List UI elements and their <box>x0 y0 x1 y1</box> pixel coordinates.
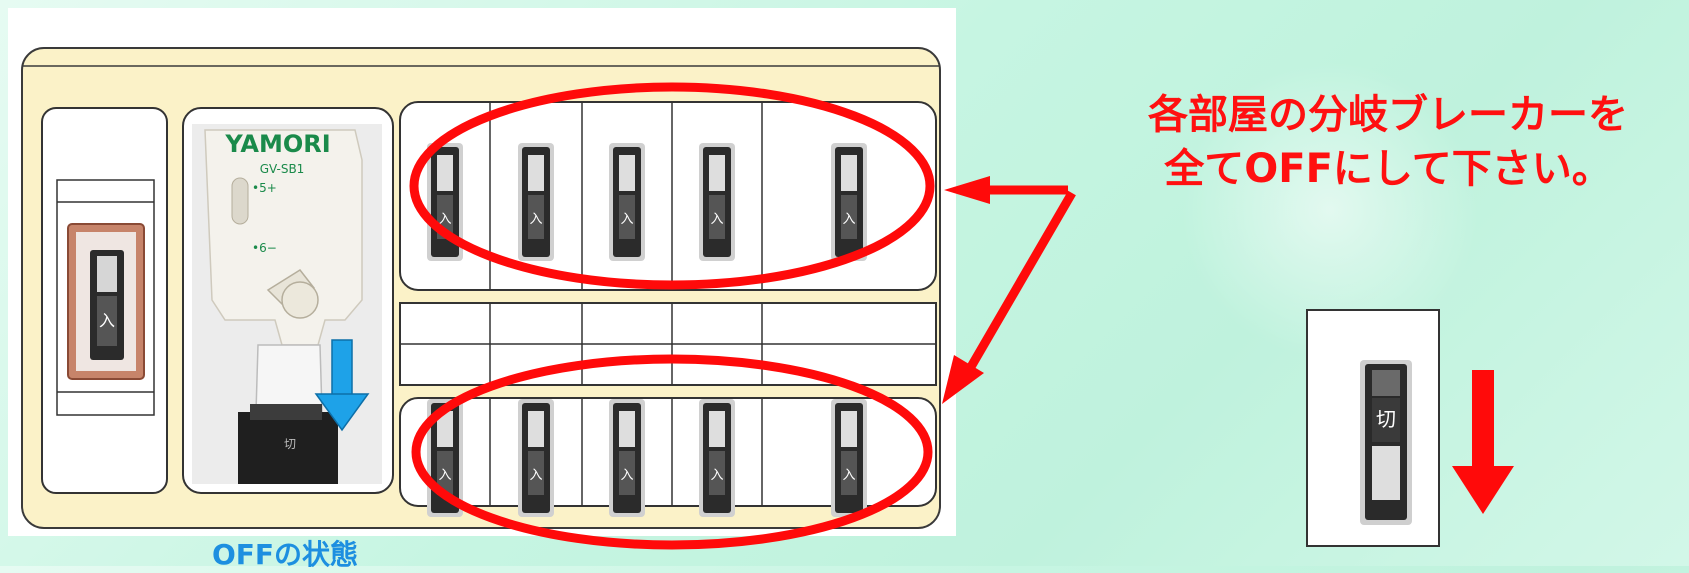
sensor-slide-switch <box>231 177 249 225</box>
bottom-row-switch-label: 入 <box>529 468 542 483</box>
bottom-row-breakers: 入入入入入 <box>427 398 867 517</box>
top-row-breaker-switch: 入 <box>699 143 735 261</box>
bottom-row-switch-label: 入 <box>842 468 855 483</box>
sensor-breaker-black <box>238 412 338 484</box>
sensor-lever-pivot <box>281 281 319 319</box>
main-breaker-switch: 入 <box>90 250 124 360</box>
bottom-row-switch-label: 入 <box>710 468 723 483</box>
off-example-switch: 切 <box>1306 309 1440 547</box>
bottom-row-breaker-switch: 入 <box>518 399 554 517</box>
top-row-switch-label: 入 <box>842 212 855 227</box>
highlight-ellipse-bottom <box>411 354 933 550</box>
bottom-row-switch-label: 入 <box>620 468 633 483</box>
off-state-caption: OFFの状態 <box>211 538 359 571</box>
down-arrow-red-icon <box>1452 370 1514 514</box>
sensor-breaker-top <box>250 404 322 420</box>
instruction-line-2: 全てOFFにして下さい。 <box>1164 146 1612 192</box>
top-row-switch-label: 入 <box>620 212 633 227</box>
instruction-line-1: 各部屋の分岐ブレーカーを <box>1148 92 1628 138</box>
top-row-switch-label: 入 <box>710 212 723 227</box>
top-row-breakers: 入入入入入 <box>427 102 867 290</box>
sensor-terminal-minus: •6− <box>252 241 277 255</box>
highlight-ellipse-top <box>409 82 935 290</box>
top-row-switch-label: 入 <box>529 212 542 227</box>
label-strip-cells <box>489 303 763 385</box>
sensor-arm <box>255 344 323 413</box>
down-arrow-blue-icon <box>314 339 370 432</box>
bottom-row-breaker-switch: 入 <box>427 399 463 517</box>
sensor-breaker-label: 切 <box>284 437 296 451</box>
sensor-terminal-plus: •5+ <box>252 181 277 195</box>
main-breaker-switch-label: 入 <box>99 311 115 330</box>
arrow-to-top-row-icon <box>944 176 1068 204</box>
top-row-breaker-switch: 入 <box>609 143 645 261</box>
top-row-breaker-switch: 入 <box>518 143 554 261</box>
bottom-row-breaker-switch: 入 <box>831 399 867 517</box>
top-row-breaker-switch: 入 <box>831 143 867 261</box>
sensor-brand: YAMORI <box>224 130 330 158</box>
distribution-board: 入 YAMORI GV-SB1 •5+ •6− 切 入入入入入 入入入入入 <box>21 47 941 529</box>
bottom-row-breaker-switch: 入 <box>609 399 645 517</box>
bottom-row-breaker-switch: 入 <box>699 399 735 517</box>
top-row-switch-label: 入 <box>438 212 451 227</box>
sensor-model: GV-SB1 <box>260 162 305 176</box>
off-switch-label: 切 <box>1376 407 1396 431</box>
bottom-row-switch-label: 入 <box>438 468 451 483</box>
arrow-to-bottom-row-icon <box>942 190 1076 404</box>
